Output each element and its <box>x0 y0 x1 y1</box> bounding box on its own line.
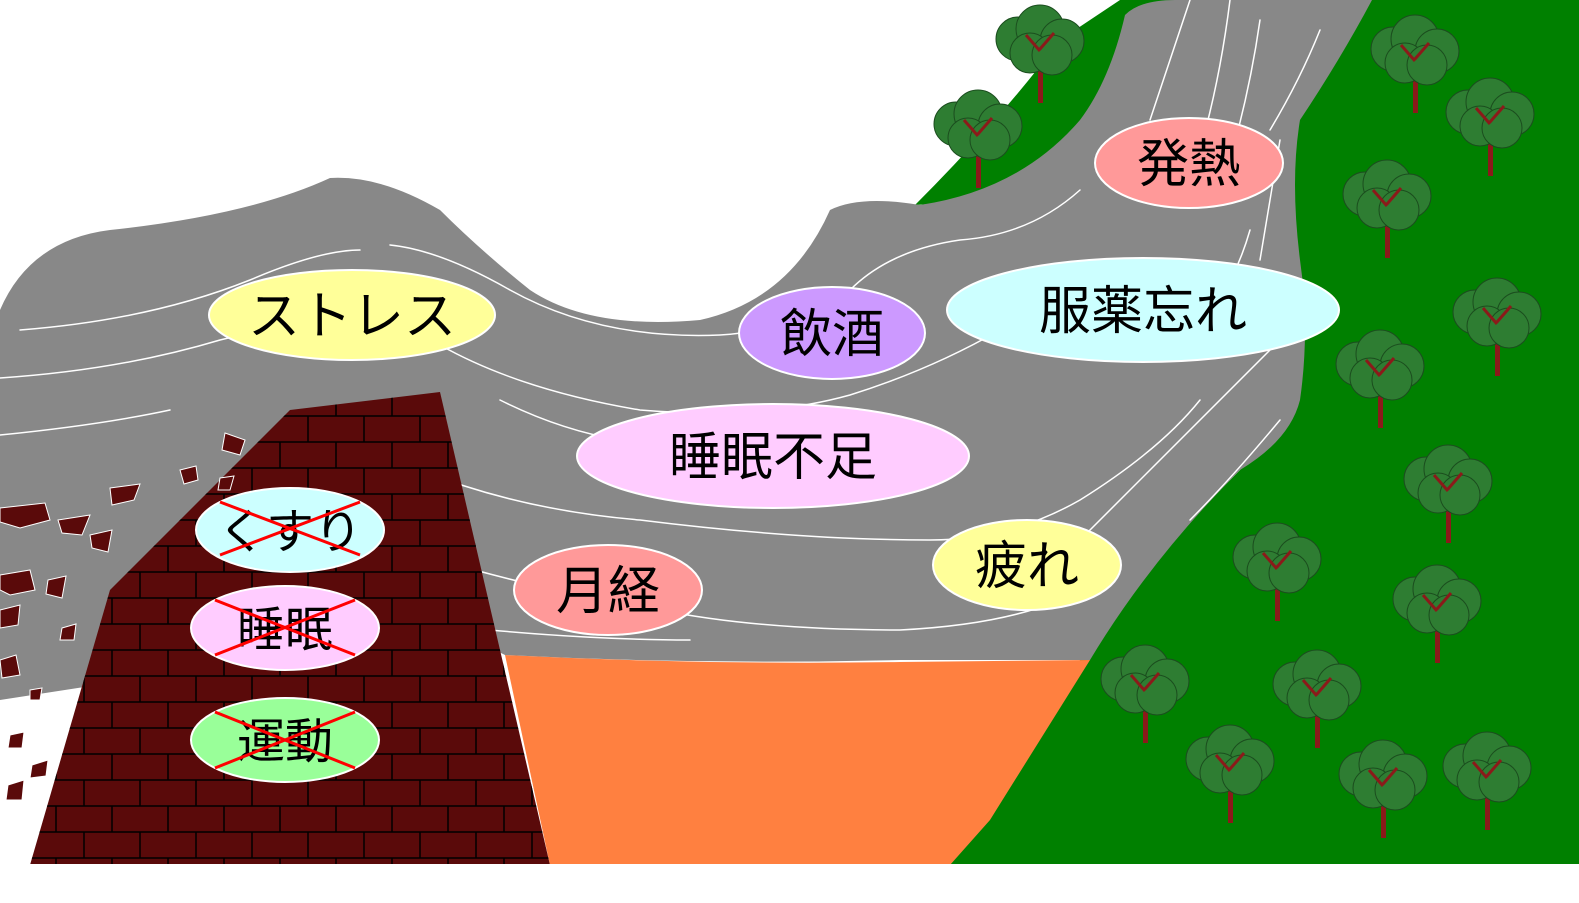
tree-icon <box>933 89 1023 188</box>
wall-item-medicine: くすり <box>195 487 385 573</box>
tree-icon <box>995 4 1085 103</box>
wall-item-exercise-label: 運動 <box>237 714 333 770</box>
tree-group <box>933 4 1542 838</box>
factor-fatigue: 疲れ <box>932 519 1122 611</box>
wall-item-sleep: 睡眠 <box>190 585 380 671</box>
factor-stress: ストレス <box>208 269 496 361</box>
wall-item-exercise: 運動 <box>190 697 380 783</box>
tree-icon <box>1370 14 1460 113</box>
factor-menstruation-label: 月経 <box>556 562 660 622</box>
factor-fever-label: 発熱 <box>1137 135 1241 195</box>
factor-fatigue-label: 疲れ <box>975 537 1079 597</box>
tree-icon <box>1342 159 1432 258</box>
tree-icon <box>1452 277 1542 376</box>
wall-item-sleep-label: 睡眠 <box>237 602 333 658</box>
wall-item-medicine-label: くすり <box>218 504 362 560</box>
factor-sleep-deprivation: 睡眠不足 <box>576 403 970 509</box>
orange-ground <box>505 655 1090 865</box>
factor-sleep-deprivation-label: 睡眠不足 <box>669 428 877 488</box>
tree-icon <box>1403 444 1493 543</box>
cross-mark-icon <box>214 598 356 657</box>
factor-drinking-label: 飲酒 <box>780 305 884 365</box>
tree-icon <box>1445 77 1535 176</box>
cross-mark-icon <box>214 710 356 770</box>
tree-icon <box>1338 739 1428 838</box>
tree-icon <box>1100 644 1190 743</box>
tree-icon <box>1185 724 1275 823</box>
factor-fever: 発熱 <box>1094 117 1284 209</box>
tree-icon <box>1272 649 1362 748</box>
factor-missed-dose-label: 服薬忘れ <box>1039 282 1247 342</box>
factor-menstruation: 月経 <box>513 544 703 636</box>
tree-icon <box>1392 564 1482 663</box>
tree-icon <box>1232 522 1322 621</box>
factor-missed-dose: 服薬忘れ <box>946 257 1340 363</box>
cross-mark-icon <box>219 500 361 557</box>
rubble-fragments <box>0 432 246 801</box>
tree-icon <box>1335 329 1425 428</box>
tree-icon <box>1442 731 1532 830</box>
factor-drinking: 飲酒 <box>738 286 926 380</box>
factor-stress-label: ストレス <box>248 287 456 347</box>
